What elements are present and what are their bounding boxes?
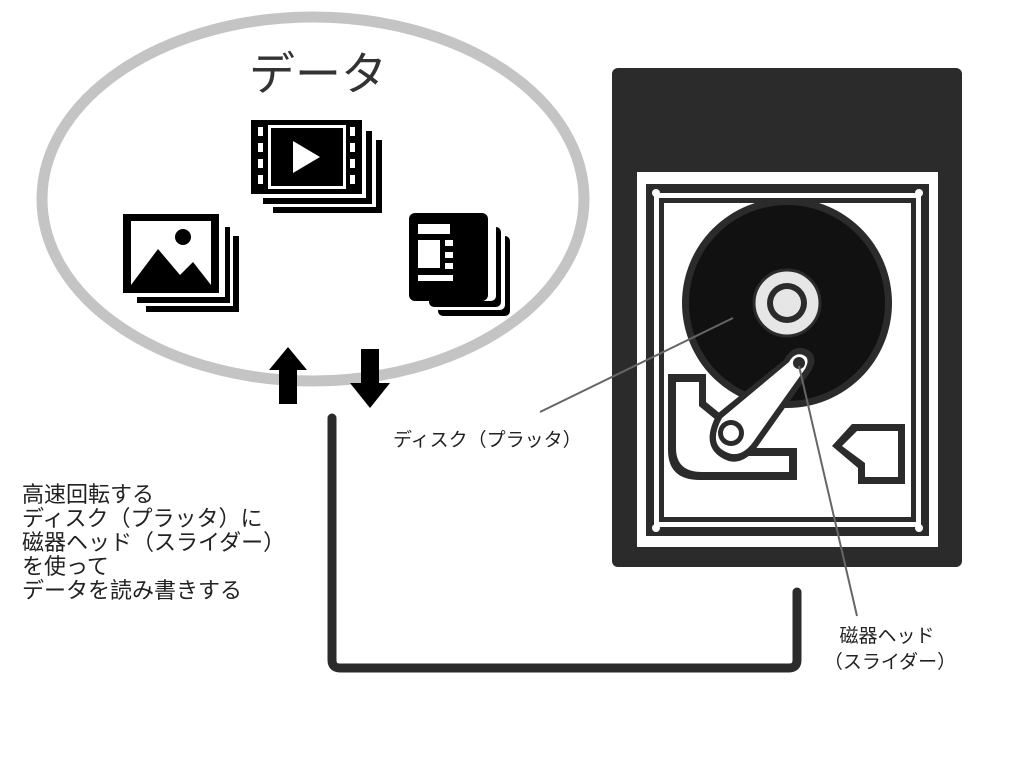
- description-line: 高速回転する: [22, 483, 154, 508]
- head-label-line: 磁器ヘッド: [839, 625, 934, 647]
- head-arm: [709, 347, 815, 462]
- data-cloud: データ: [36, 11, 590, 387]
- description-line: 磁器ヘッド（スライダー）: [22, 531, 285, 556]
- video-stack-icon: [251, 120, 382, 213]
- document-stack-icon: [409, 213, 510, 316]
- arrow-down-icon: [350, 349, 390, 408]
- data-cloud-title: データ: [249, 47, 387, 101]
- image-stack-icon: [123, 214, 239, 312]
- hard-disk-drive-icon: [612, 68, 962, 567]
- arrow-up-icon: [269, 347, 307, 404]
- head-label-line: （スライダー）: [824, 651, 956, 673]
- data-cloud-outline: [36, 11, 590, 387]
- platter-label: ディスク（プラッタ）: [393, 429, 582, 451]
- description-line: ディスク（プラッタ）に: [22, 507, 262, 532]
- connector-line: [327, 413, 802, 673]
- head-label: 磁器ヘッド （スライダー）: [824, 625, 956, 673]
- description-text: 高速回転する ディスク（プラッタ）に 磁器ヘッド（スライダー） を使って データ…: [22, 483, 292, 604]
- head-callout-line: [798, 365, 858, 617]
- description-line: を使って: [22, 555, 109, 580]
- description-line: データを読み書きする: [22, 579, 242, 604]
- head-slider: [793, 357, 805, 369]
- platter-callout-line: [539, 317, 734, 413]
